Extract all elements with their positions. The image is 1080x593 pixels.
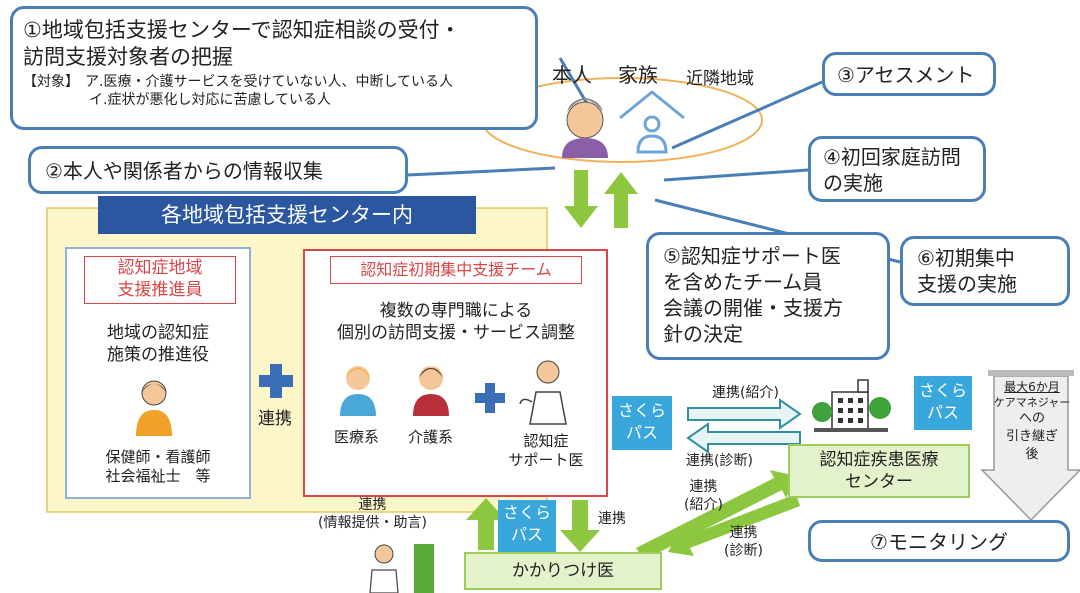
label-person: 本人: [552, 63, 592, 87]
step7-text: ⑦モニタリング: [870, 530, 1008, 554]
step6-line1: ⑥初期集中: [917, 246, 1015, 270]
promoter-title: 認知症地域 支援推進員: [84, 256, 236, 304]
doctor-to-team-arrow: [466, 498, 506, 550]
step5-line3: 会議の開催・支援方: [663, 296, 843, 320]
promoter-roles: 保健師・看護師 社会福祉士 等: [70, 448, 246, 486]
step5-line1: ⑤認知症サポート医: [663, 244, 841, 268]
team-desc-line1: 複数の専門職による: [379, 301, 533, 321]
home-icon: [619, 90, 685, 154]
diagnosis-lower-label: 連携 (診断): [724, 524, 763, 560]
support-doctor-line2: サポート医: [508, 451, 584, 469]
step4-line1: ④初回家庭訪問: [823, 145, 961, 169]
care-manager-arrow: [980, 370, 1080, 522]
center-link-arrows: [686, 398, 802, 454]
sakura-line1: さくら: [918, 381, 967, 400]
promoter-roles-line1: 保健師・看護師: [105, 448, 211, 466]
sakura-line2: パス: [625, 423, 658, 442]
step3-text: ③アセスメント: [837, 63, 975, 87]
promoter-desc-line2: 施策の推進役: [107, 345, 209, 365]
care-manager-line1: 最大6か月: [1004, 380, 1060, 394]
link-label: 連携: [258, 409, 292, 429]
medical-center-box: 認知症疾患医療 センター: [788, 444, 970, 498]
step1-target-tag: 【対象】: [23, 74, 79, 90]
promoter-title-line1: 認知症地域: [117, 258, 203, 278]
callout-step4: ④初回家庭訪問 の実施: [808, 136, 986, 202]
callout-step2: ②本人や関係者からの情報収集: [28, 146, 408, 194]
care-manager-line2: ケアマネジャー: [993, 396, 1071, 409]
referral-top-label: 連携(紹介): [712, 385, 779, 401]
callout-step5: ⑤認知症サポート医 を含めたチーム員 会議の開催・支援方 針の決定: [646, 232, 890, 360]
diagnosis-top-label: 連携(診断): [686, 453, 753, 469]
step5-line4: 針の決定: [663, 322, 743, 346]
callout-step3: ③アセスメント: [822, 52, 996, 96]
referral-lower-label: 連携 (紹介): [684, 478, 723, 514]
sakura-pass-badge-bottom: さくら パス: [498, 500, 556, 552]
step4-line2: の実施: [823, 171, 883, 195]
callout-step6: ⑥初期集中 支援の実施: [900, 236, 1070, 306]
callout-step1: ①地域包括支援センターで認知症相談の受付・ 訪問支援対象者の把握 【対象】 ア.…: [10, 6, 538, 130]
support-doctor-icon: [519, 360, 567, 425]
care-manager-line4: 引き継ぎ: [1005, 429, 1058, 444]
label-family: 家族: [618, 63, 658, 87]
center-header: 各地域包括支援センター内: [98, 196, 476, 234]
promoter-desc-line1: 地域の認知症: [107, 323, 209, 343]
member-support-doctor-label: 認知症 サポート医: [504, 432, 588, 470]
member-medical-label: 医療系: [334, 428, 380, 446]
care-manager-line5: 後: [1025, 447, 1039, 462]
step5-line2: を含めたチーム員: [663, 270, 823, 294]
referral-arrow-top: [687, 398, 802, 430]
referral-lower-line2: (紹介): [684, 497, 723, 513]
advising-doctor-icon: [369, 544, 434, 593]
hospital-icon: [812, 379, 891, 432]
referral-lower-line1: 連携: [689, 479, 718, 495]
care-manager-text: 最大6か月 ケアマネジャー への 引き継ぎ 後: [984, 380, 1080, 464]
center-header-text: 各地域包括支援センター内: [161, 203, 413, 227]
step1-target-a: ア.医療・介護サービスを受けていない人、中断している人: [85, 74, 454, 90]
member-care-label: 介護系: [408, 428, 454, 446]
visit-arrows: [564, 170, 638, 228]
callout-step7: ⑦モニタリング: [808, 520, 1070, 562]
team-to-doctor-arrow: [560, 500, 600, 552]
family-doctor-box: かかりつけ医: [464, 552, 662, 590]
step1-line1: ①地域包括支援センターで認知症相談の受付・: [23, 18, 461, 42]
link-plus-icon: [259, 364, 293, 398]
sakura-line2: パス: [510, 525, 543, 544]
sakura-line2: パス: [926, 403, 959, 422]
promoter-description: 地域の認知症 施策の推進役: [70, 322, 246, 366]
team-description: 複数の専門職による 個別の訪問支援・サービス調整: [306, 300, 606, 344]
care-manager-line3: への: [1018, 411, 1045, 426]
step1-target-b: イ.症状が悪化し対応に苦慮している人: [89, 92, 332, 108]
sakura-pass-badge-left: さくら パス: [612, 396, 672, 450]
care-staff-icon: [413, 366, 449, 416]
step2-text: ②本人や関係者からの情報収集: [45, 159, 323, 183]
diagnosis-lower-line1: 連携: [729, 525, 758, 541]
promoter-person-icon: [136, 380, 172, 436]
family-doctor-arrows: [466, 470, 800, 560]
elderly-person-icon: [562, 98, 608, 158]
medical-center-line1: 認知症疾患医療: [819, 450, 939, 470]
step6-line2: 支援の実施: [917, 272, 1017, 296]
sakura-line1: さくら: [502, 503, 551, 522]
label-neighborhood: 近隣地域: [686, 69, 754, 89]
info-line2: (情報提供・助言): [318, 515, 427, 531]
diagnosis-arrow-top: [686, 422, 801, 454]
step1-line2: 訪問支援対象者の把握: [23, 45, 233, 69]
team-plus-icon: [475, 383, 505, 413]
info-provision-label: 連携 (情報提供・助言): [318, 496, 427, 532]
sakura-pass-badge-right: さくら パス: [914, 376, 972, 430]
promoter-roles-line2: 社会福祉士 等: [105, 467, 211, 485]
info-line1: 連携: [358, 497, 387, 513]
promoter-title-line2: 支援推進員: [117, 280, 203, 300]
diagnosis-lower-line2: (診断): [724, 543, 763, 559]
team-desc-line2: 個別の訪問支援・サービス調整: [337, 323, 575, 343]
support-doctor-line1: 認知症: [523, 432, 569, 450]
family-doctor-label: かかりつけ医: [511, 561, 615, 581]
team-title: 認知症初期集中支援チーム: [330, 256, 582, 284]
center-to-doctor-arrow: [668, 494, 800, 556]
sakura-line1: さくら: [617, 401, 666, 420]
medical-center-line2: センター: [845, 472, 913, 492]
medical-staff-icon: [340, 366, 376, 416]
family-doctor-link-label: 連携: [598, 511, 626, 527]
